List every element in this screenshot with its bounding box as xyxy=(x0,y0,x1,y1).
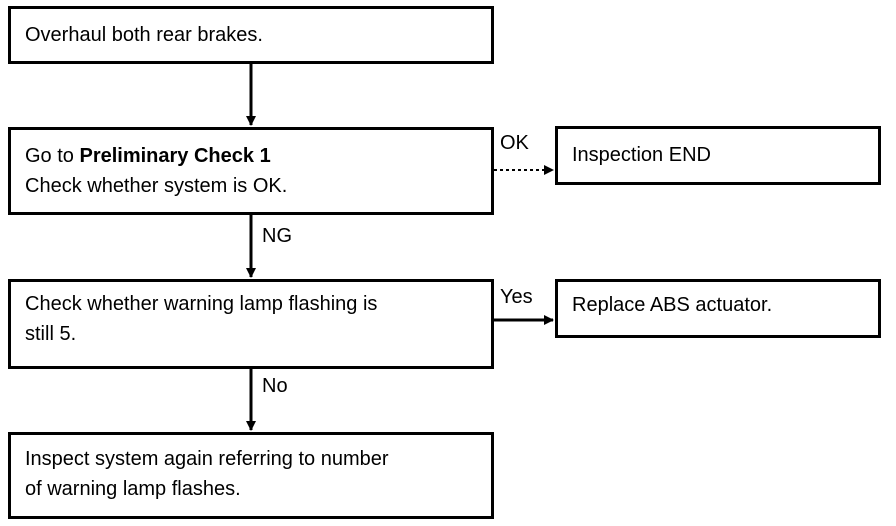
step-inspect-again-line2: of warning lamp flashes. xyxy=(25,478,241,500)
step-overhaul-text: Overhaul both rear brakes. xyxy=(25,24,263,46)
step-precheck-line2: Check whether system is OK. xyxy=(25,175,288,197)
step-check-flashing-line1: Check whether warning lamp flashing is xyxy=(25,293,378,315)
step-check-flashing-line2: still 5. xyxy=(25,323,77,345)
branch-label-ng: NG xyxy=(262,225,292,247)
precheck-prefix-text: Go to xyxy=(25,145,80,167)
step-replace-abs-actuator: Replace ABS actuator. xyxy=(555,279,881,338)
branch-label-ok: OK xyxy=(500,132,529,154)
step-inspect-system-again: Inspect system again referring to number… xyxy=(8,432,494,519)
precheck-bold-reference: Preliminary Check 1 xyxy=(79,145,271,167)
step-replace-abs-text: Replace ABS actuator. xyxy=(572,294,773,316)
step-precheck-line1: Go to Preliminary Check 1 xyxy=(25,141,491,171)
step-inspect-again-line1: Inspect system again referring to number xyxy=(25,448,389,470)
branch-label-yes: Yes xyxy=(500,286,533,308)
step-preliminary-check: Go to Preliminary Check 1 Check whether … xyxy=(8,127,494,215)
step-inspection-end: Inspection END xyxy=(555,126,881,185)
step-overhaul-rear-brakes: Overhaul both rear brakes. xyxy=(8,6,494,64)
branch-label-no: No xyxy=(262,375,288,397)
step-check-warning-lamp: Check whether warning lamp flashing is s… xyxy=(8,279,494,369)
step-inspection-end-text: Inspection END xyxy=(572,144,711,166)
